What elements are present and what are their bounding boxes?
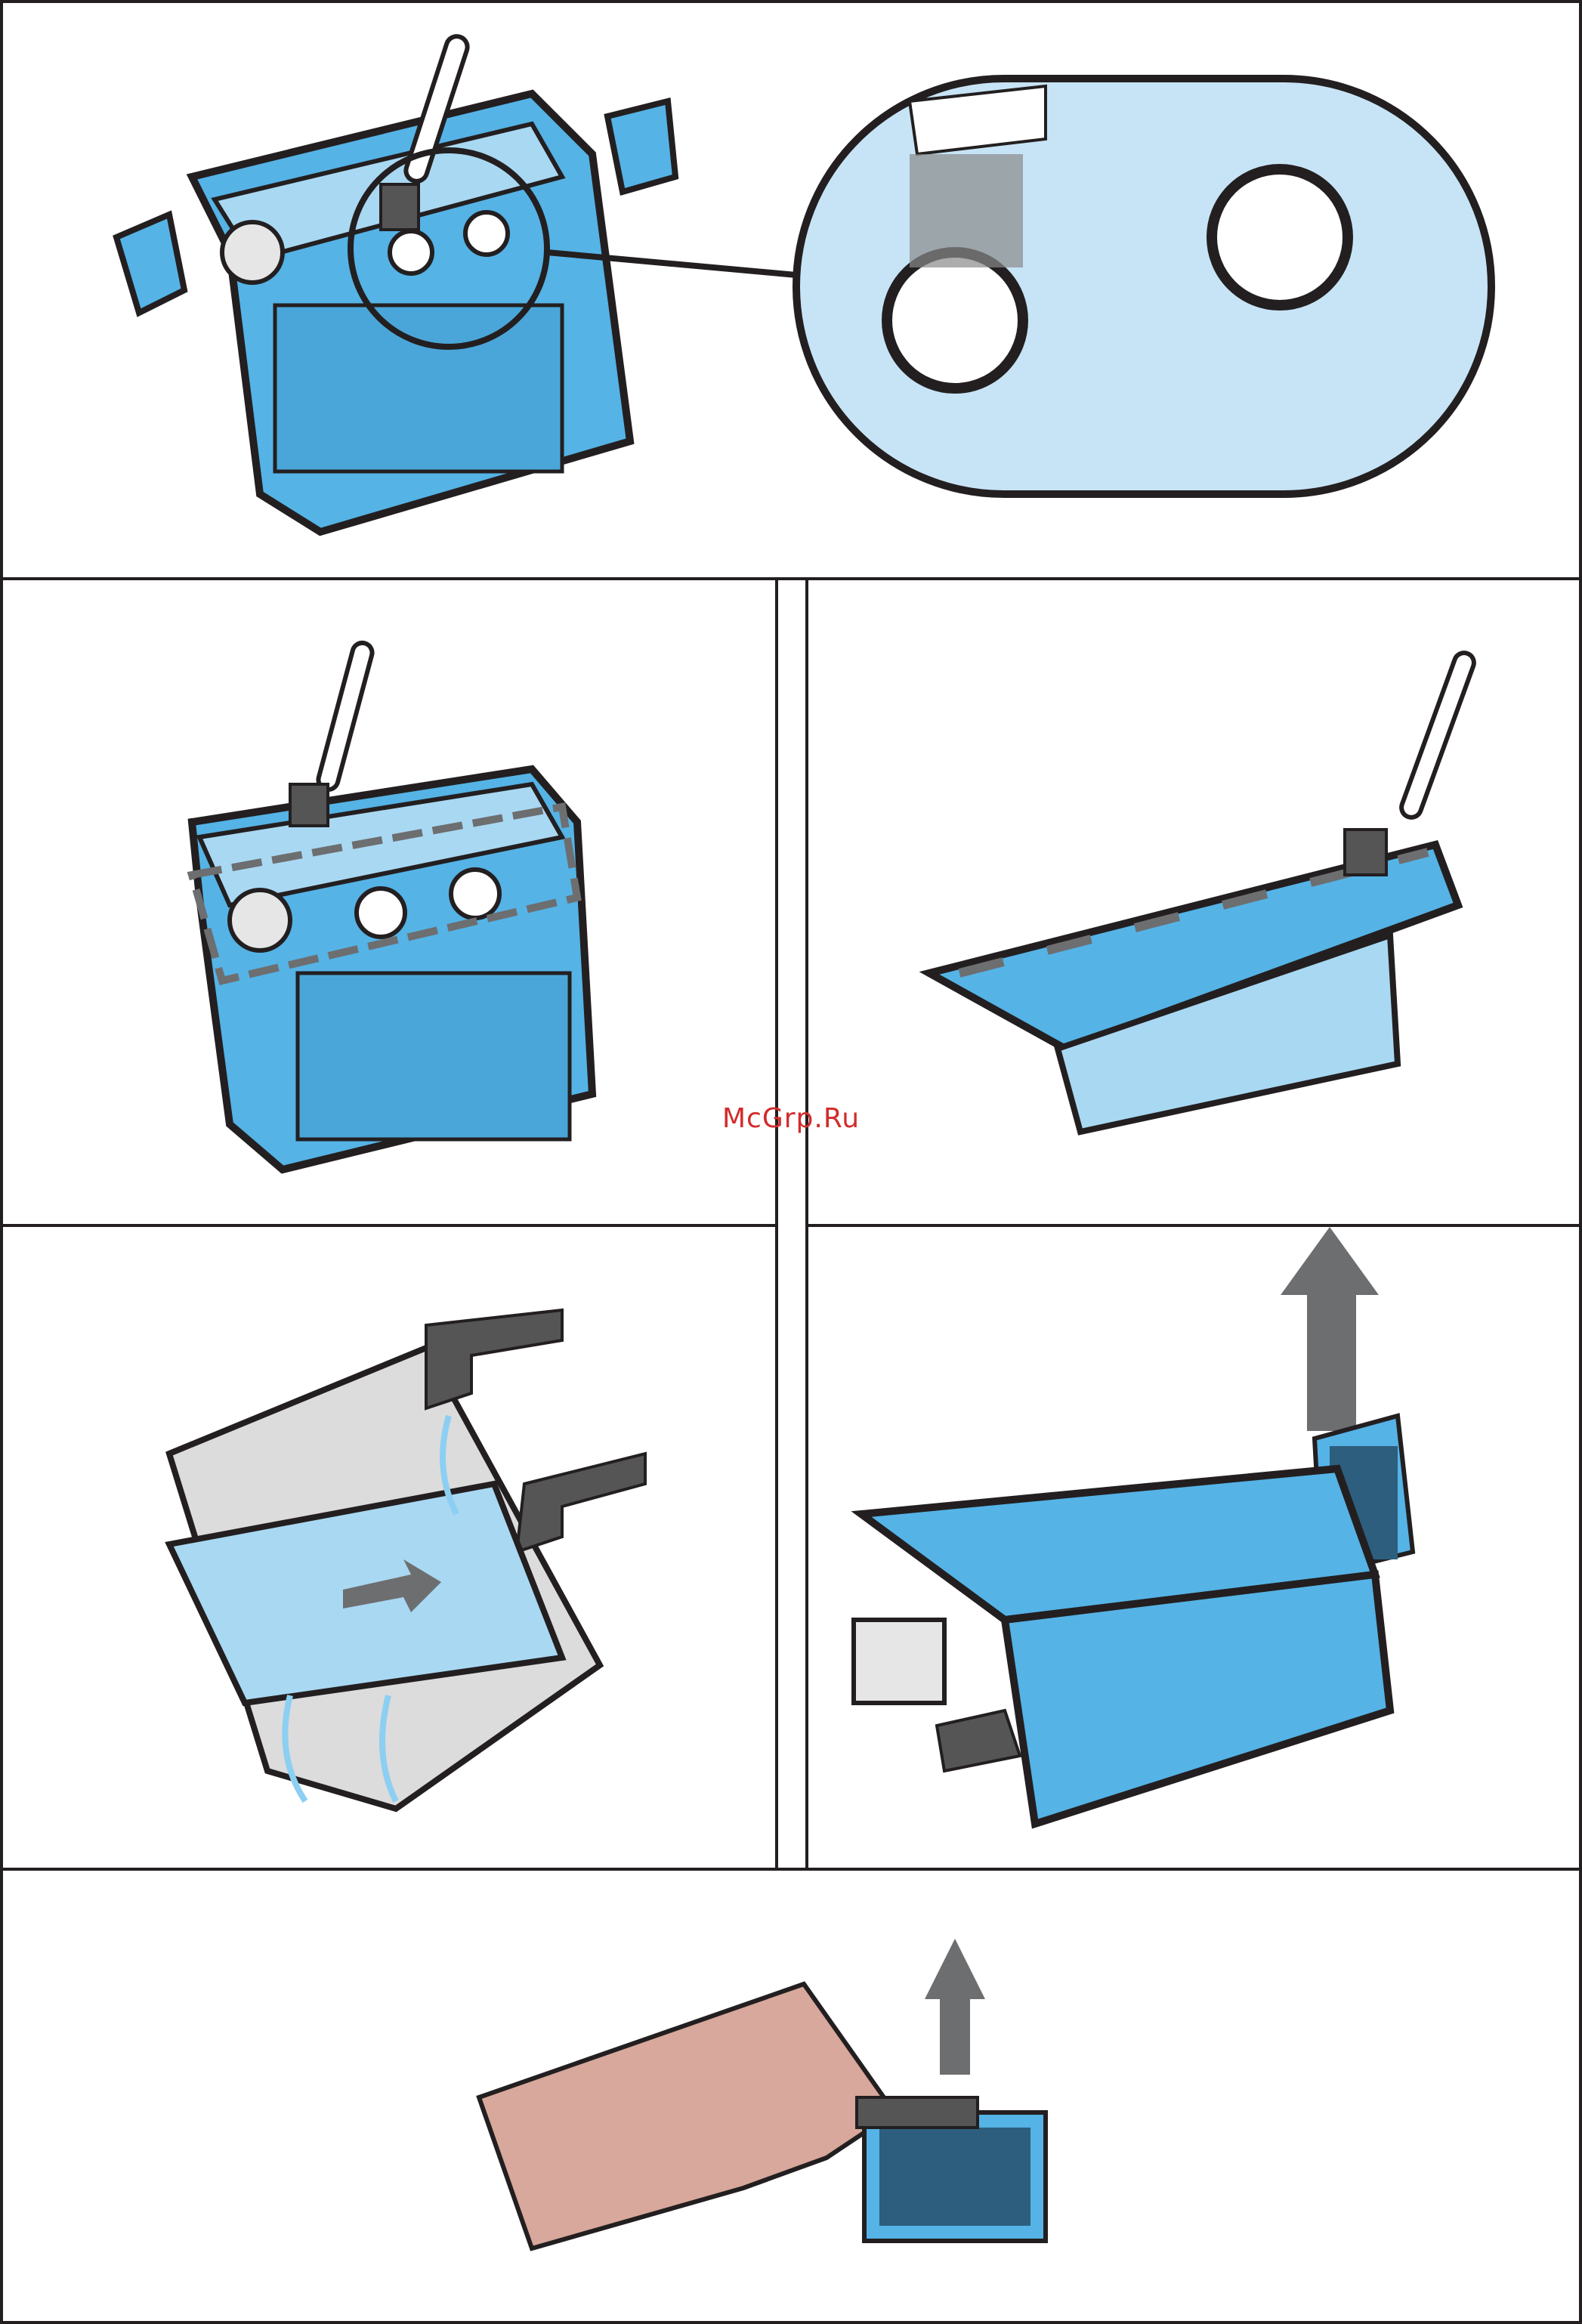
brush-icon [1345, 650, 1477, 875]
panel-step-6 [0, 1868, 1582, 2324]
panel-step-3 [805, 577, 1582, 1227]
watermark-text: McGrp.Ru [722, 1103, 860, 1134]
filter-icon [864, 2112, 1046, 2241]
panel-step-4 [0, 1224, 778, 1871]
water-tank-illustration [116, 94, 675, 532]
hand-icon [479, 1984, 895, 2248]
up-arrow-icon [925, 1939, 985, 2075]
panel-step-1 [0, 0, 1582, 580]
up-arrow-icon [1281, 1227, 1379, 1431]
panel-step-2 [0, 577, 778, 1227]
panel-step-5 [805, 1224, 1582, 1871]
brush-icon [857, 2097, 978, 2128]
water-tank-illustration [192, 769, 592, 1170]
magnifier-detail-icon [796, 79, 1491, 494]
robot-station-illustration [854, 1469, 1390, 1824]
lid-illustration [929, 845, 1458, 1132]
